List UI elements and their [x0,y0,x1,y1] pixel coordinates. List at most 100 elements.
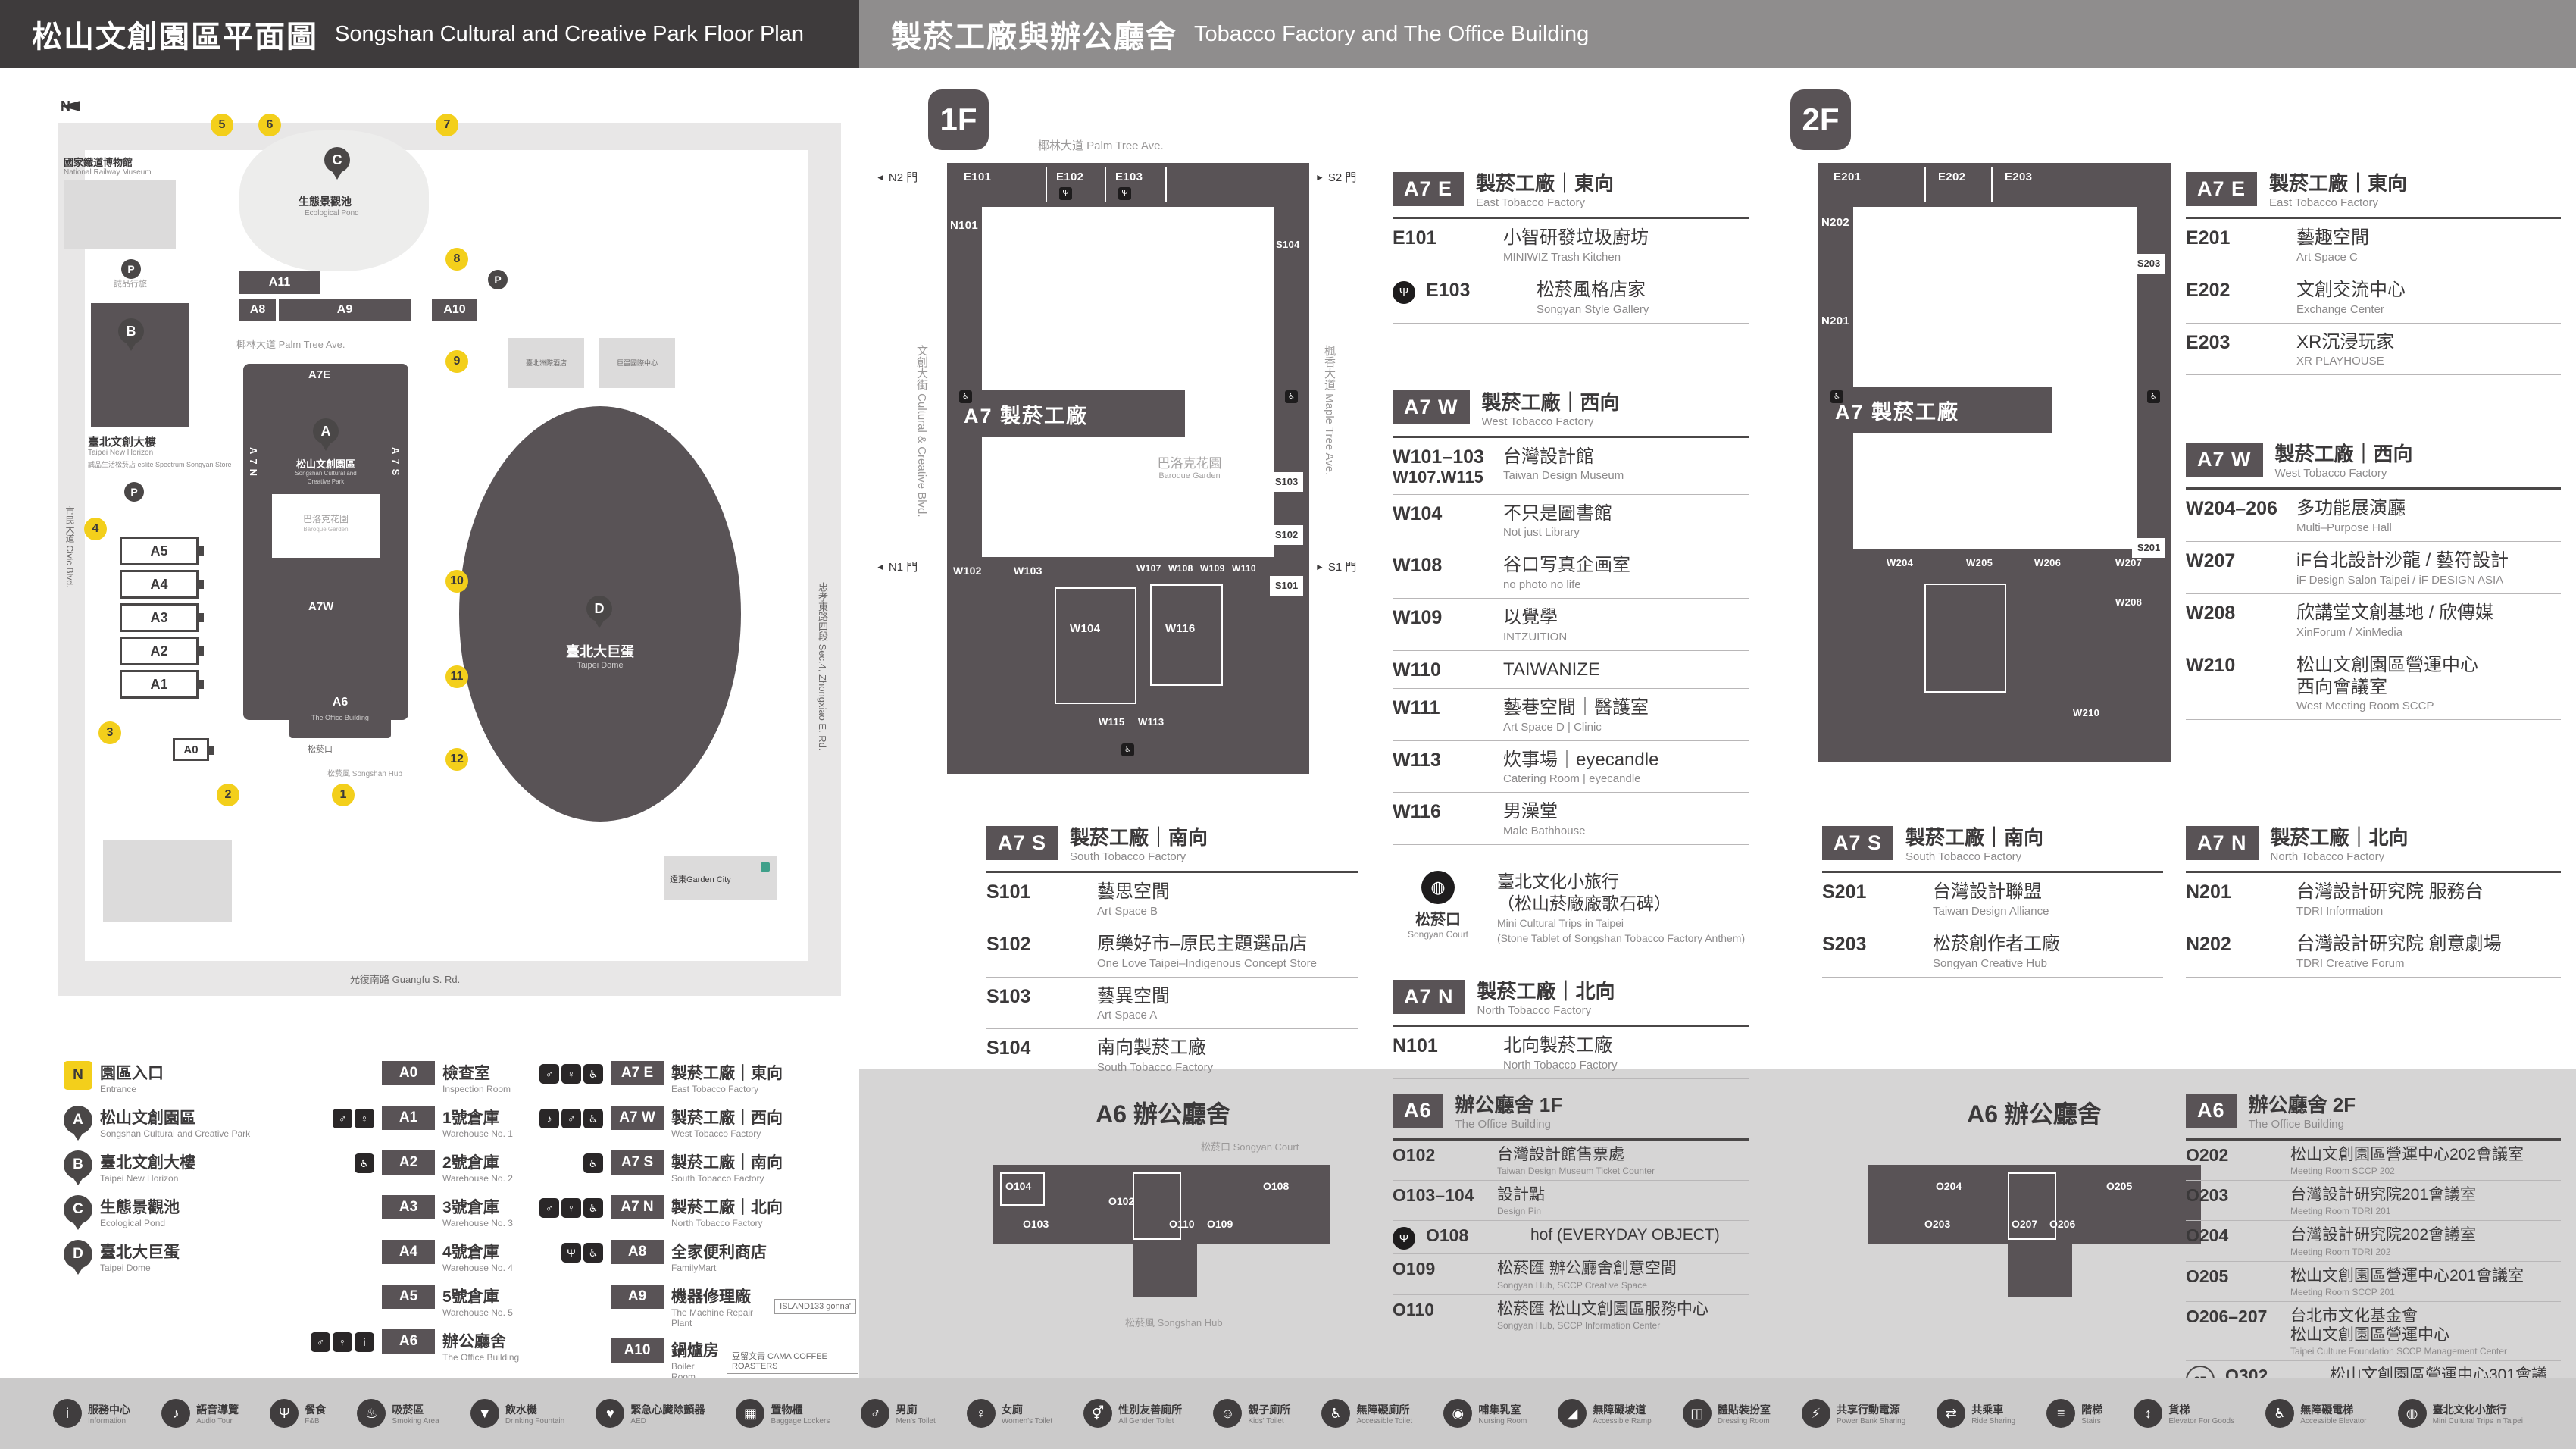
facility-item: ⚥ 性別友善廁所 All Gender Toilet [1083,1399,1182,1428]
accessible-toilet-icon: ♿ [583,1064,603,1084]
room-name-en: Taiwan Design Alliance [1933,904,2049,918]
baggage-lockers-icon: ▦ [736,1399,765,1428]
room-code: O108 [1426,1225,1469,1246]
room-name-en: Design Pin [1497,1206,1542,1217]
room-row: W108 谷口写真企画室 no photo no life [1393,546,1749,599]
a6-building-2f-annex [2008,1244,2072,1297]
section-a7w-2f: A7 W 製菸工廠｜西向 West Tobacco Factory W204–2… [2186,439,2561,721]
dome-hotel-label: 臺北洲際酒店 [525,359,567,367]
facility-zh: 階梯 [2081,1403,2103,1416]
legend-building-row: Ψ ♿ A8 全家便利商店 FamilyMart [530,1240,856,1275]
section-badge: A7 S [986,825,1058,860]
room-name-zh: 北向製菸工廠 [1503,1035,1612,1056]
railway-museum-label-zh: 國家鐵道博物館 [64,157,133,168]
plan2f-north-wing [1818,163,2171,207]
ring-a7s-label: A7S [390,447,402,480]
plan-room-label: N201 [1821,315,1850,327]
plan-room-label: O104 [1005,1180,1032,1192]
food-icon: Ψ [1393,280,1415,304]
section-a6-2f: A6 辦公廳舍 2F The Office Building O202 松山文創… [2186,1090,2561,1421]
plan-room-label: W116 [1165,622,1196,635]
section-badge: A7 N [2186,825,2259,860]
room-code: N201 [2186,881,2231,903]
legend-building-badge: A8 [611,1240,664,1264]
legend-building-row: A4 4號倉庫 Warehouse No. 4 [302,1240,529,1275]
room-row: O110 松菸匯 松山文創園區服務中心 Songyan Hub, SCCP In… [1393,1295,1749,1335]
right-panel-header: 製菸工廠與辦公廳舍 Tobacco Factory and The Office… [859,0,2576,68]
room-name-en: Meeting Room SCCP 202 [2290,1166,2395,1177]
left-title-en: Songshan Cultural and Creative Park Floo… [335,21,804,46]
facility-en: All Gender Toilet [1118,1416,1174,1426]
room-code: W113 [1393,749,1441,771]
accessible-toilet-icon: ♿ [355,1153,374,1173]
listings-2f-south: A7 S 製菸工廠｜南向 South Tobacco Factory S201 … [1822,822,2163,1009]
room-name-zh: 台灣設計研究院 服務台 [2296,881,2484,902]
facility-zh: 體貼裝扮室 [1717,1403,1771,1416]
room-code: W207 [2186,550,2236,572]
plan-room-label: O109 [1207,1218,1233,1230]
ring-a7e-label: A7E [308,368,331,381]
horizon-label-sub: 誠品生活松菸店 eslite Spectrum Songyan Store [88,461,232,468]
legend-tenant-tag: 豆留文青 CAMA COFFEE ROASTERS [727,1347,858,1374]
baroque-label-zh: 巴洛克花園 [302,514,349,524]
smoking-area-icon: ♨ [357,1399,386,1428]
room-row: S104 南向製菸工廠 South Tobacco Factory [986,1029,1358,1082]
railway-museum-block [64,180,176,249]
legend-building-zh: 鍋爐房 [671,1342,719,1360]
plan-room-label: W103 [1014,565,1043,577]
room-row: E203 XR沉浸玩家 XR PLAYHOUSE [2186,324,2561,376]
accessible-ramp-icon: ◢ [1558,1399,1587,1428]
a6-building-2f [1868,1165,2201,1244]
facility-item: ☺ 親子廁所 Kids' Toilet [1213,1399,1290,1428]
room-name-en: MINIWIZ Trash Kitchen [1503,250,1621,264]
legend-place-en: Taipei Dome [100,1263,151,1273]
plan-room-label: S103 [1270,472,1303,492]
section-badge: A6 [2186,1093,2237,1128]
gate-s1: ►S1 門 [1315,561,1357,574]
room-name-en: Catering Room | eyecandle [1503,772,1641,786]
kids-toilet-icon: ☺ [1213,1399,1243,1428]
legend-place-en: Entrance [100,1084,137,1094]
room-name-en: Songyan Creative Hub [1933,956,2047,970]
legend-building-zh: 機器修理廠 [671,1288,751,1306]
facility-item: i 服務中心 Information [53,1399,130,1428]
plan-divider [1924,167,1926,202]
audio-tour-icon: ♪ [539,1109,559,1128]
food-icon: Ψ [561,1243,581,1263]
room-name-zh: 台灣設計館 [1503,446,1594,467]
section-badge: A6 [1393,1093,1443,1128]
plan-room-label: O102 [1108,1195,1135,1207]
accessible-icon: ♿ [1285,390,1298,403]
plan1f-street-top: 椰林大道 Palm Tree Ave. [1038,139,1164,152]
listings-2f-north: A7 N 製菸工廠｜北向 North Tobacco Factory N201 … [2186,822,2561,1009]
audio-tour-icon: ♪ [161,1399,191,1428]
room-code: W208 [2186,602,2236,624]
building-a10: A10 [432,299,477,321]
facility-en: Information [88,1416,127,1426]
accessible-icon: ♿ [2147,390,2160,403]
plan-room-label: W205 [1966,557,1993,568]
entrance-8: 8 [445,248,468,271]
all-gender-toilet-icon: ⚥ [1083,1399,1113,1428]
room-code: W110 [1393,659,1441,681]
entrance-4: 4 [84,518,107,540]
room-row: S203 松菸創作者工廠 Songyan Creative Hub [1822,925,2163,978]
legend-building-badge: A4 [382,1240,435,1264]
room-name-zh: 藝趣空間 [2296,227,2369,248]
accessible-toilet-icon: ♿ [1321,1399,1351,1428]
room-name-en: Art Space B [1097,904,1158,918]
facility-zh: 哺集乳室 [1478,1403,1521,1416]
room-name-zh: 台灣設計館售票處 [1497,1146,1624,1163]
room-list: W101–103 W107.W115 台灣設計館 Taiwan Design M… [1393,438,1749,846]
legend-building-row: A0 檢查室 Inspection Room [302,1061,529,1096]
womens-toilet-icon: ♀ [561,1198,581,1218]
plan1f-south-wing [947,557,1309,774]
left-title-zh: 松山文創園區平面圖 [32,20,318,54]
facility-en: F&B [305,1416,320,1426]
plan-divider [1991,167,1993,202]
legend-place-badge: D [64,1240,92,1275]
room-row: O205 松山文創園區營運中心201會議室 Meeting Room SCCP … [2186,1262,2561,1302]
room-row: E101 小智研發垃圾廚坊 MINIWIZ Trash Kitchen [1393,219,1749,271]
street-left-label: 市民大道 Civic Blvd. [64,506,75,588]
legend-building-row: ♿ A2 2號倉庫 Warehouse No. 2 [302,1150,529,1185]
